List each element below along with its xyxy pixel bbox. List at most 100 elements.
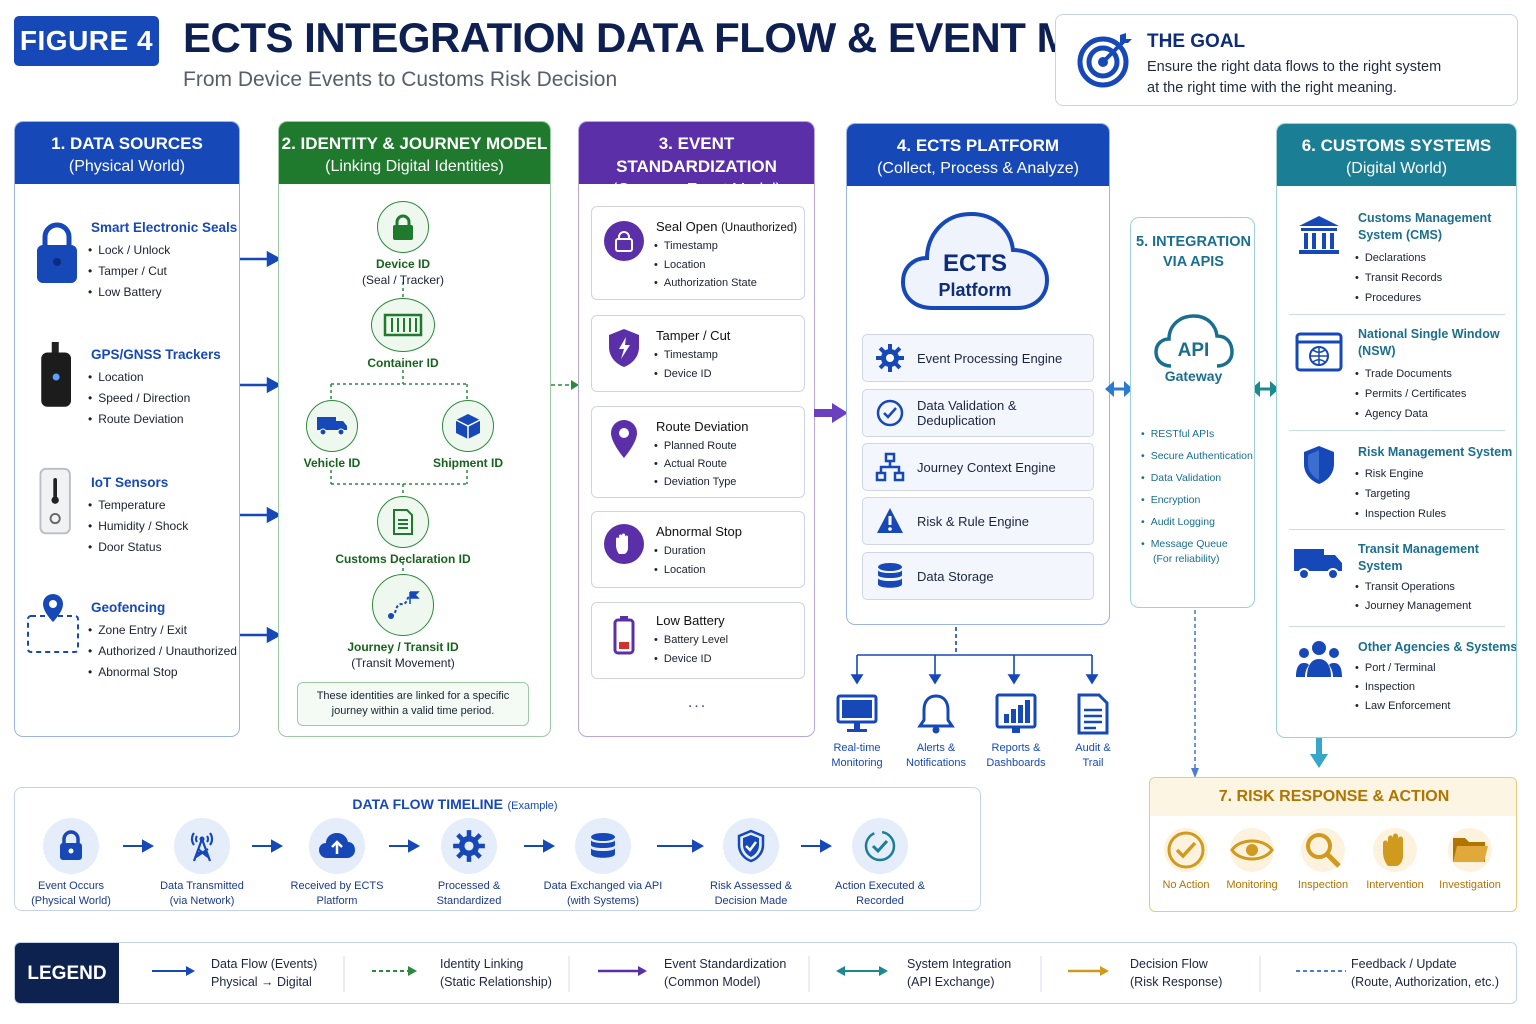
timeline-title: DATA FLOW TIMELINE (Example) (15, 796, 895, 814)
bullet: Route Deviation (88, 409, 190, 430)
legend-swatches (152, 966, 1346, 976)
container-icon (371, 298, 435, 352)
field: Battery Level (654, 631, 728, 650)
bullet: Speed / Direction (88, 388, 190, 409)
feature: RESTful APIs (1141, 423, 1253, 445)
engine-label: Data Validation & Deduplication (917, 398, 1017, 428)
cloud-icon (900, 211, 1050, 310)
risk-response-title: 7. RISK RESPONSE & ACTION (1150, 778, 1516, 816)
engine-label: Risk & Rule Engine (917, 513, 1029, 529)
timeline-step-label: (via Network) (169, 895, 235, 907)
truck-icon (306, 400, 358, 452)
engine-label: Journey Context Engine (917, 459, 1056, 475)
data-sources-header: 1. DATA SOURCES (Physical World) (15, 122, 239, 184)
shield-check-icon (723, 818, 779, 874)
legend-label: Data Flow (Events) (211, 957, 318, 971)
customs-to-risk-arrow (1310, 738, 1328, 768)
feature: Encryption (1141, 489, 1253, 511)
event-card-seal-open: Seal Open (Unauthorized) Timestamp Locat… (591, 206, 805, 300)
customs-nsw: National Single Window (NSW) Trade Docum… (1287, 326, 1507, 426)
cloud-upload-icon (309, 818, 365, 874)
identity-note: These identities are linked for a specif… (297, 682, 529, 726)
bullet: Declarations (1355, 248, 1442, 268)
event-title: Route Deviation (656, 419, 749, 434)
bullet: Transit Operations (1355, 578, 1471, 597)
event-qualifier: (Unauthorized) (721, 222, 798, 234)
output-reports: Reports & Dashboards (976, 692, 1056, 771)
legend-label: Identity Linking (440, 957, 524, 971)
identity-panel: 2. IDENTITY & JOURNEY MODEL (Linking Dig… (278, 121, 551, 737)
legend-label: (Static Relationship) (440, 975, 552, 989)
timeline-step-label: Event Occurs (37, 880, 105, 892)
legend-label: (API Exchange) (907, 975, 995, 989)
identity-links (330, 282, 468, 574)
vehicle-id-label: Vehicle ID (303, 456, 361, 470)
timeline-step-label: Recorded (856, 895, 904, 907)
output-label: Dashboards (986, 757, 1046, 769)
data-validation-engine: Data Validation & Deduplication (862, 389, 1094, 437)
divider (1289, 314, 1505, 315)
risk-action-label: Monitoring (1226, 879, 1278, 891)
event-title: Low Battery (656, 613, 725, 628)
field: Device ID (654, 365, 718, 384)
platform-title: 4. ECTS PLATFORM (896, 136, 1060, 155)
timeline-arrows (123, 839, 833, 853)
risk-rule-engine: Risk & Rule Engine (862, 497, 1094, 545)
bullet: Temperature (88, 495, 188, 516)
output-label: Monitoring (831, 757, 883, 769)
legend-decision-flow: Decision Flow(Risk Response) (1130, 955, 1222, 991)
legend-label: Event Standardization (664, 957, 787, 971)
integration-features: RESTful APIs Secure Authentication Data … (1141, 423, 1253, 555)
risk-action-label: Inspection (1297, 879, 1349, 891)
target-icon (1077, 33, 1132, 88)
output-label: Real-time (833, 742, 881, 754)
source-flow-arrows (240, 250, 282, 644)
timeline-step-action: Action Executed & Recorded (815, 818, 945, 909)
goal-line-1: Ensure the right data flows to the right… (1147, 59, 1442, 75)
risk-action-no-action: No Action (1150, 828, 1222, 891)
timeline-step-exchanged: Data Exchanged via API (with Systems) (531, 818, 675, 909)
customs-item-title: Transit Management System (1358, 542, 1479, 573)
gateway-label: Gateway (1164, 368, 1223, 384)
event-card-route-deviation: Route Deviation Planned Route Actual Rou… (591, 406, 805, 498)
divider (1289, 529, 1505, 530)
more-events: ... (687, 694, 708, 711)
customs-other-agencies: Other Agencies & Systems Port / Terminal… (1287, 639, 1516, 729)
field: Planned Route (654, 437, 737, 455)
check-icon (1164, 828, 1208, 872)
padlock-icon (604, 221, 644, 261)
event-title: Tamper / Cut (656, 328, 731, 343)
source-smart-seals: Smart Electronic Seals Lock / Unlock Tam… (15, 215, 239, 315)
goal-box: THE GOAL Ensure the right data flows to … (1055, 14, 1518, 106)
identity-subtitle: (Linking Digital Identities) (325, 158, 504, 175)
risk-action-investigation: Investigation (1433, 828, 1507, 891)
output-label: Audit & (1075, 742, 1111, 754)
package-icon (442, 400, 494, 452)
engine-label: Event Processing Engine (917, 350, 1063, 366)
field: Location (654, 256, 757, 275)
feature: Audit Logging (1141, 511, 1253, 533)
output-label: Alerts & (916, 742, 956, 754)
timeline-step-label: Platform (316, 895, 358, 907)
magnifier-icon (1301, 828, 1345, 872)
identity-link-arrow (551, 380, 579, 390)
sensor-icon (39, 467, 71, 535)
container-id-node: Container ID (337, 298, 469, 371)
hand-icon (1373, 828, 1417, 872)
legend-system-integration: System Integration(API Exchange) (907, 955, 1011, 991)
event-title: Seal Open (656, 219, 718, 234)
customs-item-bullets: Transit Operations Journey Management (1355, 578, 1471, 616)
bullet: Lock / Unlock (88, 240, 170, 261)
cloud-label-platform: Platform (938, 280, 1012, 300)
integration-title-line1: 5. INTEGRATION (1136, 234, 1251, 250)
timeline-step-label: (with Systems) (566, 895, 640, 907)
bullet: Transit Records (1355, 268, 1442, 288)
bullet: Permits / Certificates (1355, 384, 1466, 404)
standardization-arrow (814, 403, 848, 423)
customs-item-title: Customs Management System (CMS) (1358, 211, 1492, 242)
vehicle-id-node: Vehicle ID (279, 400, 385, 471)
output-alerts: Alerts & Notifications (896, 692, 976, 771)
bullet: Door Status (88, 537, 188, 558)
legend-label: Decision Flow (1130, 957, 1208, 971)
source-title: Geofencing (91, 600, 166, 615)
